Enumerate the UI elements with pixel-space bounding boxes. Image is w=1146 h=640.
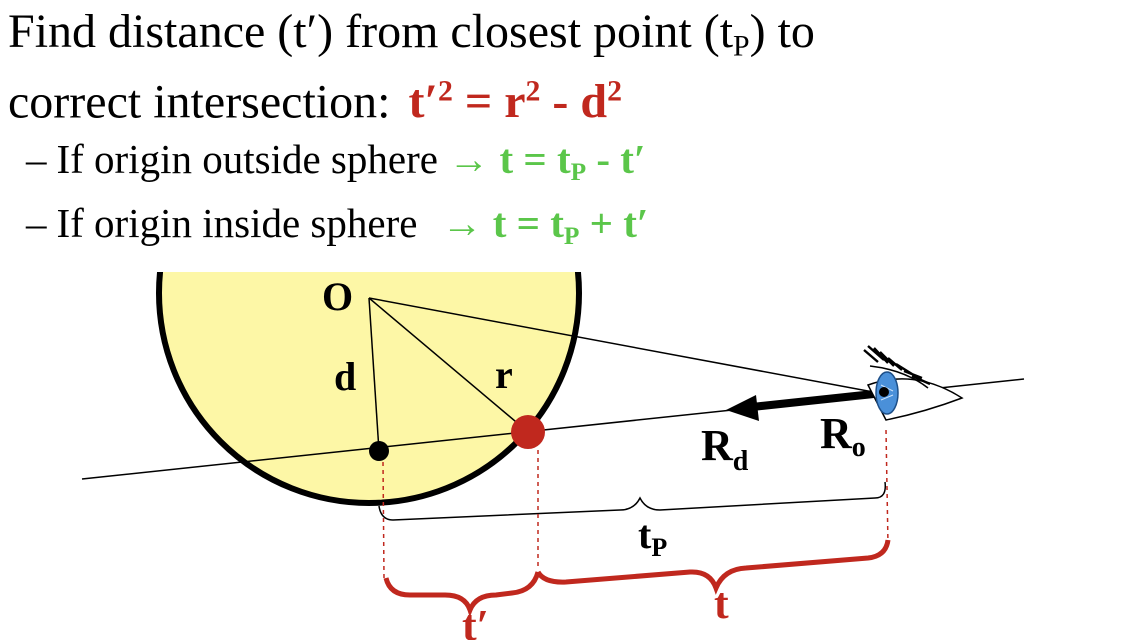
label-ro-sub: o	[852, 432, 866, 463]
label-tp: tP	[638, 512, 667, 562]
formula-r: = r	[452, 75, 526, 129]
label-rd-main: R	[701, 421, 734, 470]
bullet-text: If origin inside sphere	[56, 200, 418, 246]
eq-part-a: t = t	[482, 200, 564, 246]
sphere	[156, 272, 582, 506]
t-prime-bracket	[383, 571, 541, 618]
closest-point	[369, 441, 389, 461]
arrow-icon: →	[441, 200, 483, 246]
label-o: O	[322, 274, 353, 319]
origin-line	[368, 297, 885, 395]
label-ro: Ro	[820, 409, 866, 463]
eq-sub-p: P	[570, 158, 587, 187]
label-ro-main: R	[820, 409, 853, 458]
label-t: t	[714, 579, 729, 628]
title-line-2: correct intersection:t′2 = r2 - d2	[8, 66, 622, 128]
label-rd-sub: d	[733, 446, 749, 477]
bullet-outside: –If origin outside sphere → t = tP - t′	[26, 136, 645, 195]
eq-part-a: t = t	[489, 136, 571, 182]
drop-line-closest	[382, 461, 385, 579]
label-d: d	[334, 354, 356, 399]
formula: t′2 = r2 - d2	[408, 75, 621, 128]
r-segment	[368, 297, 529, 433]
title-line-1-text: Find distance (t′) from closest point (t	[8, 5, 734, 58]
formula-sq-2: 2	[525, 75, 541, 108]
formula-sq-3: 2	[607, 75, 622, 108]
direction-arrow-shaft	[751, 389, 884, 411]
d-segment	[368, 297, 380, 452]
t-bracket	[535, 539, 891, 595]
formula-t-prime: t′	[408, 75, 438, 129]
formula-sq-1: 2	[437, 75, 453, 108]
direction-arrow-head	[726, 395, 759, 421]
drop-line-origin	[885, 429, 889, 546]
title-sub-p: P	[733, 29, 750, 63]
eq-sub-p: P	[563, 222, 580, 251]
bullet-inside: –If origin inside sphere → t = tP + t′	[26, 200, 648, 259]
label-tp-sub: P	[651, 533, 667, 562]
label-tp-main: t	[638, 512, 652, 557]
eye-icon	[863, 345, 964, 421]
arrow-icon: →	[448, 136, 490, 182]
title-line-2-text: correct intersection:	[8, 75, 391, 129]
eq-part-b: + t′	[579, 200, 649, 246]
label-rd: Rd	[701, 421, 749, 477]
bullet-dash: –	[26, 136, 47, 182]
label-t-prime: t′	[462, 601, 489, 640]
label-r: r	[495, 352, 513, 397]
bullet-text: If origin outside sphere	[56, 136, 438, 182]
title-line-1: Find distance (t′) from closest point (t…	[8, 6, 815, 72]
bullet-equation: → t = tP + t′	[441, 200, 649, 250]
intersection-point	[511, 415, 545, 449]
tp-bracket	[378, 481, 887, 521]
bullet-equation: → t = tP - t′	[438, 136, 646, 186]
title-line-1-end: ) to	[749, 5, 815, 58]
bullet-dash: –	[26, 200, 47, 246]
eq-part-b: - t′	[586, 136, 646, 182]
formula-d: - d	[540, 75, 608, 129]
